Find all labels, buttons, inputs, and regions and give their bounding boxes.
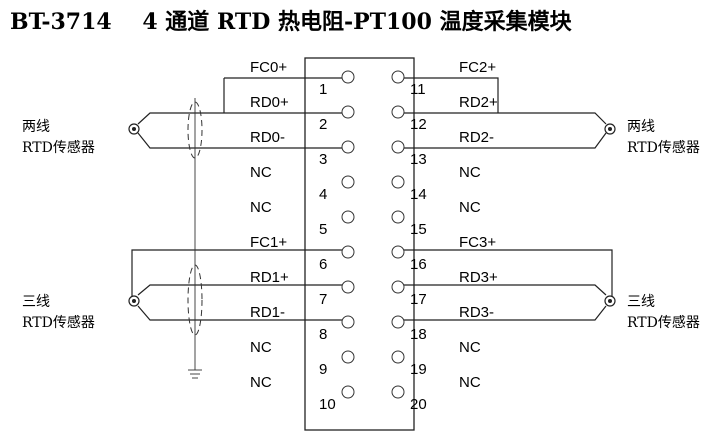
terminal-13 — [391, 140, 405, 154]
pin-number-1: 1 — [319, 81, 327, 98]
sensor-icon-top-left — [128, 123, 140, 135]
right-terminal-column: 11FC2+12RD2+13RD2-14NC15NC16FC3+17RD3+18… — [391, 59, 498, 413]
signal-label-pin-11: FC2+ — [459, 59, 496, 76]
wire-rd2p — [398, 112, 607, 125]
terminal-12 — [391, 105, 405, 119]
terminal-9 — [341, 350, 355, 364]
sensor-icon-bottom-right — [604, 295, 616, 307]
sensor-label-top-left-type: 两线 — [22, 119, 50, 135]
pin-number-5: 5 — [319, 221, 327, 238]
pin-number-12: 12 — [410, 116, 427, 133]
wire-rd1p — [137, 284, 348, 296]
terminal-16 — [391, 245, 405, 259]
sensor-label-bottom-right-name: RTD传感器 — [627, 314, 700, 331]
sensor-label-bottom-right-type: 三线 — [627, 294, 655, 310]
wire-rd2m — [398, 132, 607, 149]
signal-label-pin-7: RD1+ — [250, 269, 289, 286]
pin-number-8: 8 — [319, 326, 327, 343]
signal-label-pin-10: NC — [250, 374, 272, 391]
pin-number-7: 7 — [319, 291, 327, 308]
wiring — [131, 77, 613, 379]
ground-icon — [188, 369, 202, 379]
pin-number-19: 19 — [410, 361, 427, 378]
signal-label-pin-5: NC — [250, 199, 272, 216]
pin-number-9: 9 — [319, 361, 327, 378]
wire-rd0m — [137, 132, 348, 149]
terminal-15 — [391, 210, 405, 224]
wire-fc1 — [131, 249, 348, 297]
terminal-5 — [341, 210, 355, 224]
pin-number-2: 2 — [319, 116, 327, 133]
signal-label-pin-2: RD0+ — [250, 94, 289, 111]
wire-rd0p — [137, 110, 348, 125]
terminal-4 — [341, 175, 355, 189]
signal-label-pin-18: RD3- — [459, 304, 494, 321]
wire-rd1m — [137, 305, 348, 321]
signal-label-pin-16: FC3+ — [459, 234, 496, 251]
pin-number-6: 6 — [319, 256, 327, 273]
wire-rd3p — [398, 284, 607, 296]
terminal-20 — [391, 385, 405, 399]
sensor-label-top-right-type: 两线 — [627, 119, 655, 135]
signal-label-pin-8: RD1- — [250, 304, 285, 321]
terminal-14 — [391, 175, 405, 189]
sensor-icon-top-right — [604, 123, 616, 135]
signal-label-pin-15: NC — [459, 199, 481, 216]
signal-label-pin-1: FC0+ — [250, 59, 287, 76]
pin-number-15: 15 — [410, 221, 427, 238]
pin-number-16: 16 — [410, 256, 427, 273]
wire-fc3 — [398, 249, 613, 297]
terminal-17 — [391, 280, 405, 294]
wire-fc2 — [398, 77, 499, 113]
shield-top — [187, 101, 203, 159]
terminal-2 — [341, 105, 355, 119]
wire-rd3m — [398, 305, 607, 321]
sensor-label-top-left-name: RTD传感器 — [22, 139, 95, 156]
signal-label-pin-3: RD0- — [250, 129, 285, 146]
signal-label-pin-17: RD3+ — [459, 269, 498, 286]
pin-number-20: 20 — [410, 396, 427, 413]
sensor-icon-bottom-left — [128, 295, 140, 307]
terminal-1 — [341, 70, 355, 84]
terminal-8 — [341, 315, 355, 329]
terminal-block — [304, 57, 415, 431]
sensor-label-top-right-name: RTD传感器 — [627, 139, 700, 156]
wire-fc0 — [223, 77, 348, 110]
terminal-6 — [341, 245, 355, 259]
sensor-label-bottom-left-type: 三线 — [22, 294, 50, 310]
signal-label-pin-4: NC — [250, 164, 272, 181]
left-terminal-column: 1FC0+2RD0+3RD0-4NC5NC6FC1+7RD1+8RD1-9NC1… — [250, 59, 355, 413]
pin-number-3: 3 — [319, 151, 327, 168]
signal-label-pin-14: NC — [459, 164, 481, 181]
terminal-10 — [341, 385, 355, 399]
pin-number-13: 13 — [410, 151, 427, 168]
terminal-3 — [341, 140, 355, 154]
terminal-11 — [391, 70, 405, 84]
terminal-18 — [391, 315, 405, 329]
pin-number-11: 11 — [410, 81, 426, 98]
page-title: BT-3714 4 通道 RTD 热电阻-PT100 温度采集模块 — [10, 9, 572, 35]
pin-number-14: 14 — [410, 186, 427, 203]
pin-number-18: 18 — [410, 326, 427, 343]
signal-label-pin-19: NC — [459, 339, 481, 356]
signal-label-pin-20: NC — [459, 374, 481, 391]
signal-label-pin-6: FC1+ — [250, 234, 287, 251]
pin-number-4: 4 — [319, 186, 327, 203]
terminal-7 — [341, 280, 355, 294]
signal-label-pin-9: NC — [250, 339, 272, 356]
terminal-19 — [391, 350, 405, 364]
signal-label-pin-13: RD2- — [459, 129, 494, 146]
pin-number-17: 17 — [410, 291, 427, 308]
signal-label-pin-12: RD2+ — [459, 94, 498, 111]
sensor-label-bottom-left-name: RTD传感器 — [22, 314, 95, 331]
pin-number-10: 10 — [319, 396, 336, 413]
